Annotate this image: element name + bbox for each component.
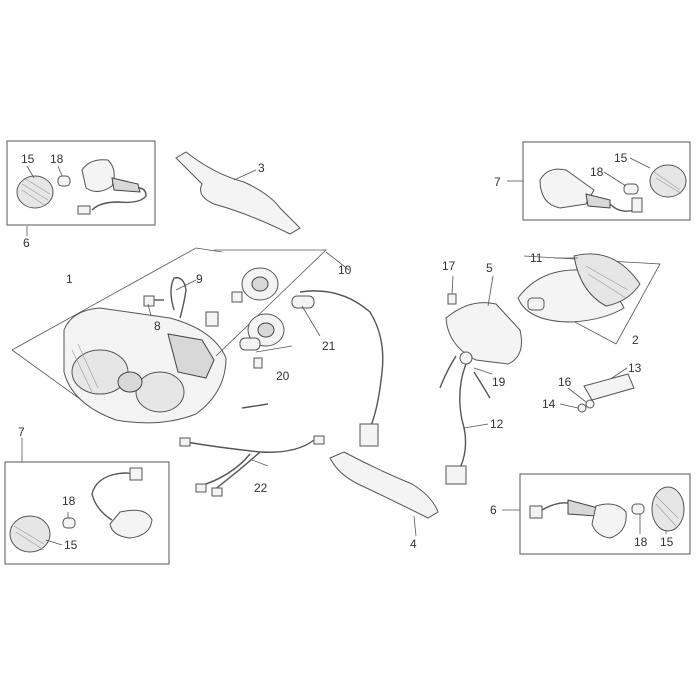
callout-2: 2 [632,333,639,347]
indicator-housing [591,503,627,539]
callout-5: 5 [486,261,493,275]
callout-18: 18 [634,535,648,549]
callout-16: 16 [558,375,572,389]
callout-6: 6 [490,503,497,517]
screw-17 [447,293,457,305]
leader-lines [21,157,667,546]
callout-15: 15 [660,535,674,549]
callout-6: 6 [23,236,30,250]
bolt-8 [143,295,164,307]
callout-15: 15 [64,538,78,552]
bulb [62,517,76,529]
turn-signal-inset-rear-right [519,473,691,555]
callout-1: 1 [66,272,73,286]
bulb-holders-10 [214,249,384,447]
callout-18: 18 [62,494,76,508]
indicator-housing [81,159,115,192]
callout-8: 8 [154,319,161,333]
bulb [631,503,645,515]
lens-cover [651,486,685,532]
turn-signal-inset-rear-left [4,461,170,565]
wiring-harness-22 [179,435,325,497]
callout-18: 18 [590,165,604,179]
callout-7: 7 [494,175,501,189]
callout-11: 11 [530,251,543,265]
lens-cover [649,164,687,198]
turn-signal-inset-front-right [522,141,691,221]
callout-21: 21 [322,339,336,353]
callout-4: 4 [410,537,417,551]
windscreen-trim-3 [175,151,301,235]
callout-18: 18 [50,152,64,166]
callout-9: 9 [196,272,203,286]
tail-light-assembly [445,253,661,365]
callout-14: 14 [542,397,556,411]
headlight-assembly [11,247,227,424]
callout-22: 22 [254,481,268,495]
callout-13: 13 [628,361,642,375]
callout-20: 20 [276,369,290,383]
callout-15: 15 [21,152,35,166]
tail-light-harness [439,351,491,485]
callout-3: 3 [258,161,265,175]
callout-labels: 15 18 6 3 7 15 18 1 9 8 10 21 20 22 4 17… [18,151,674,552]
tail-light-lens [573,253,641,307]
callout-19: 19 [492,375,506,389]
callout-10: 10 [338,263,352,277]
lens-cover [9,515,51,553]
indicator-housing [109,509,153,539]
rear-trim-4 [329,451,439,519]
callout-17: 17 [442,259,456,273]
callout-7: 7 [18,425,25,439]
callout-15: 15 [614,151,628,165]
wire-clip-9 [170,277,219,327]
turn-signal-inset-front-left [6,140,156,226]
bulb [623,183,639,195]
callout-12: 12 [490,417,504,431]
indicator-housing [539,168,595,209]
tail-light-housing [445,302,522,365]
license-plate-light [577,373,635,413]
bulb [57,175,71,187]
